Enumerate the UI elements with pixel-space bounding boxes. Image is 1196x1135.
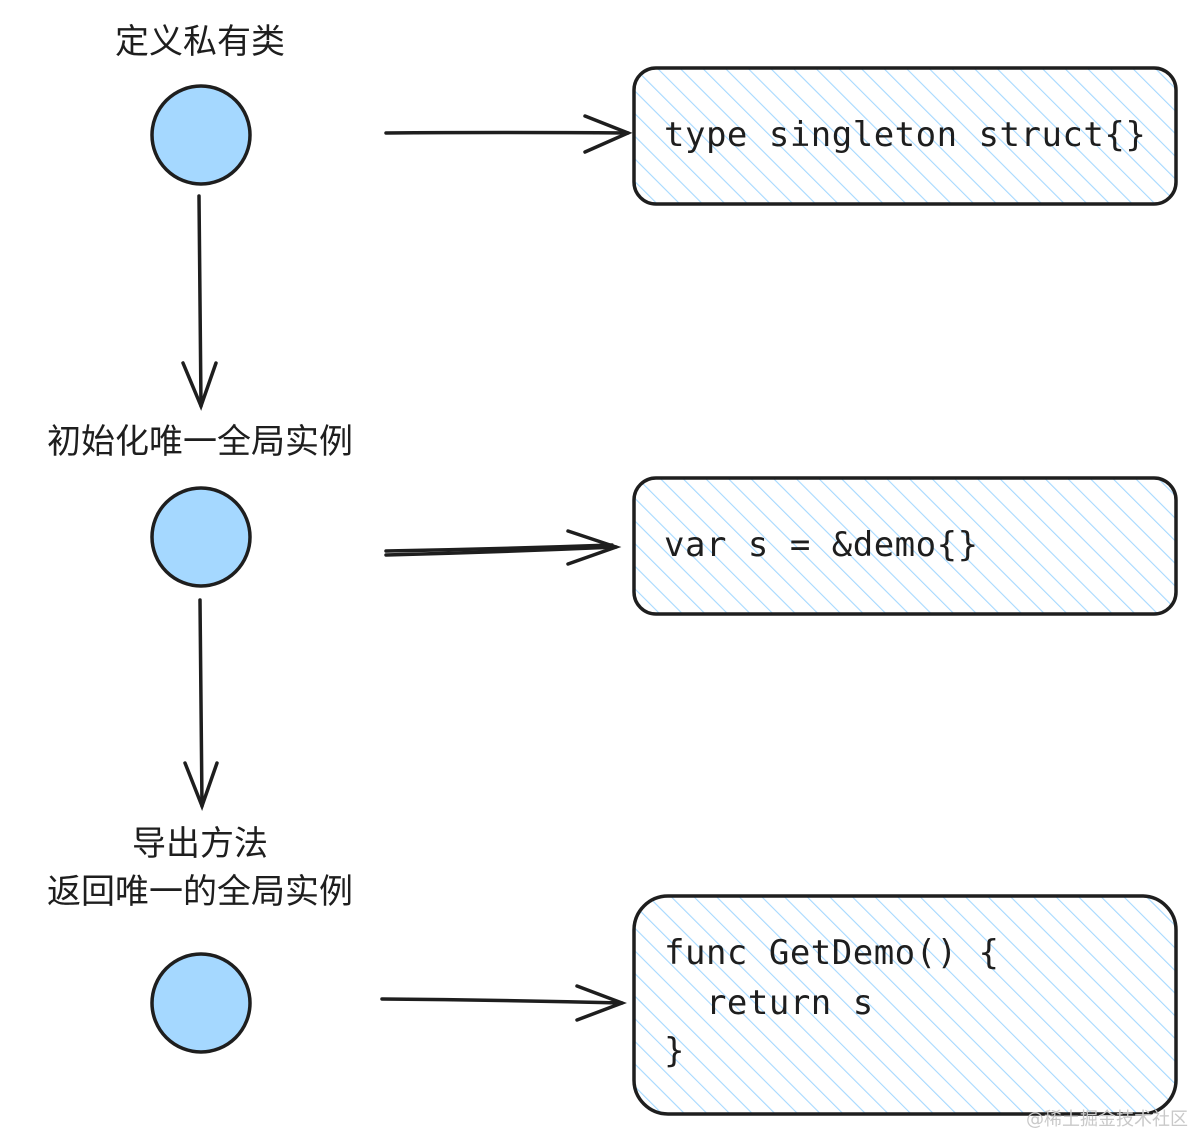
step-node-3 xyxy=(150,952,252,1054)
code-box-3 xyxy=(632,894,1178,1116)
step-label-3-line1: 导出方法 xyxy=(132,824,268,864)
code-box-2-line-1: var s = &demo{} xyxy=(664,525,979,565)
step-label-2: 初始化唯一全局实例 xyxy=(47,422,353,462)
arrow-node1-to-box1 xyxy=(384,114,633,154)
arrow-node3-to-box3 xyxy=(380,984,627,1022)
step-label-3-line2: 返回唯一的全局实例 xyxy=(47,872,353,912)
code-box-3-line-1: func GetDemo() { xyxy=(664,933,1000,973)
step-node-2 xyxy=(150,486,252,588)
step-label-1: 定义私有类 xyxy=(115,22,285,62)
step-node-1 xyxy=(150,84,252,186)
arrow-node2-to-box2 xyxy=(384,529,622,566)
arrow-node1-to-node2 xyxy=(181,194,218,411)
code-box-3-line-3: } xyxy=(664,1031,685,1071)
code-box-2 xyxy=(632,476,1178,616)
code-box-3-line-2: return s xyxy=(664,983,874,1023)
code-box-1-line-1: type singleton struct{} xyxy=(664,115,1147,155)
watermark: @稀土掘金技术社区 xyxy=(1026,1109,1188,1130)
arrow-node2-to-node3 xyxy=(183,598,219,812)
code-box-1 xyxy=(632,66,1178,206)
